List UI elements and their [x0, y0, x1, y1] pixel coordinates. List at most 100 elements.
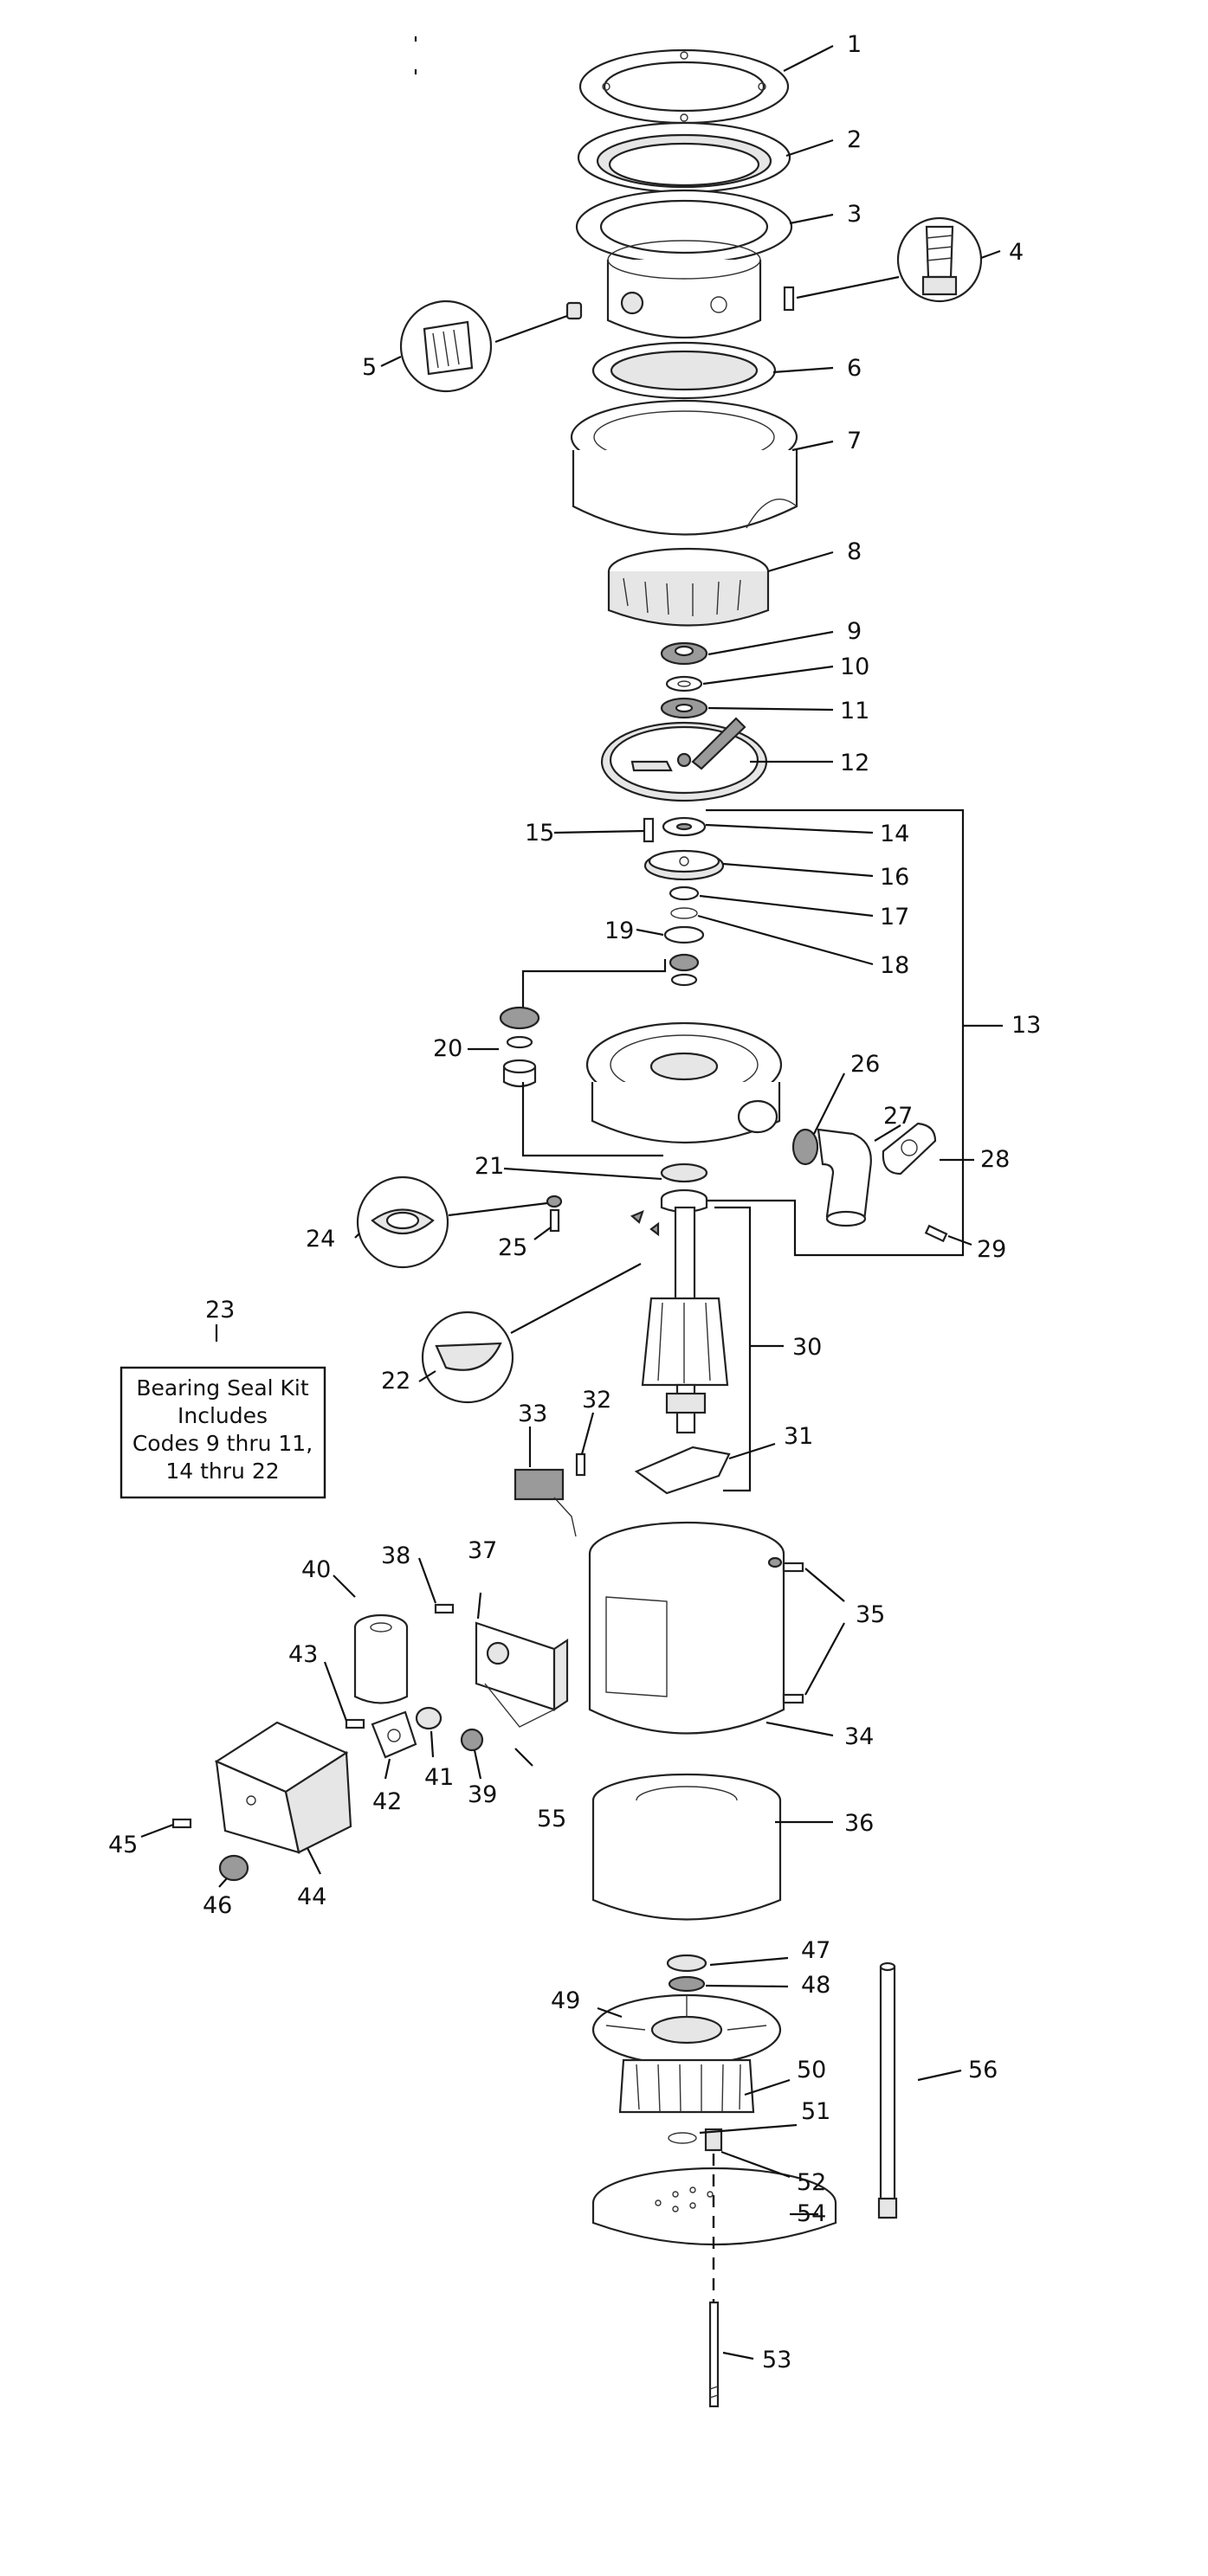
part-8-shredder-ring	[607, 547, 770, 627]
callout-21: 21	[475, 1153, 504, 1180]
part-25-screw	[549, 1208, 560, 1233]
callout-31: 31	[784, 1423, 813, 1450]
part-9-nut	[660, 641, 708, 666]
kit-line-1: Bearing Seal Kit	[136, 1375, 309, 1401]
part-32-screw	[575, 1452, 586, 1477]
callout-41: 41	[424, 1764, 454, 1791]
part-49-end-bell	[591, 1993, 782, 2066]
part-12-turntable	[600, 717, 768, 802]
callout-33: 33	[518, 1401, 547, 1427]
part-36-stator	[591, 1773, 782, 1921]
callout-6: 6	[847, 355, 862, 382]
callout-34: 34	[844, 1723, 874, 1750]
callout-24: 24	[306, 1226, 335, 1253]
part-40-capacitor	[353, 1613, 409, 1704]
part-16-disk	[643, 849, 725, 881]
callout-17: 17	[880, 904, 909, 931]
callout-54: 54	[797, 2200, 826, 2227]
part-45-screw	[171, 1818, 192, 1829]
callout-9: 9	[847, 618, 862, 645]
part-17-washer	[669, 886, 700, 901]
callout-52: 52	[797, 2169, 826, 2196]
callout-10: 10	[840, 654, 869, 680]
callout-51: 51	[801, 2098, 830, 2125]
part-48-bearing	[668, 1975, 706, 1993]
callout-27: 27	[883, 1103, 913, 1130]
callout-49: 49	[551, 1987, 580, 2014]
callout-4: 4	[1009, 239, 1024, 266]
callout-8: 8	[847, 538, 862, 565]
callout-55: 55	[537, 1806, 566, 1832]
kit-line-3: Codes 9 thru 11,	[132, 1431, 313, 1456]
part-6-ring	[591, 341, 777, 400]
part-21-bearing-rings	[660, 1162, 708, 1214]
part-11-washer	[660, 697, 708, 719]
callout-56: 56	[968, 2057, 998, 2083]
part-33-switch	[514, 1468, 577, 1537]
part-47-washer	[666, 1954, 707, 1973]
part-44-cover-box	[214, 1721, 352, 1854]
part-43-screw	[345, 1718, 365, 1729]
part-2-gasket-ring	[577, 121, 791, 194]
callout-30: 30	[792, 1334, 822, 1361]
part-4-screw	[783, 216, 983, 312]
part-3-flange-sleeve	[575, 189, 793, 339]
callout-53: 53	[762, 2347, 791, 2373]
part-20-seal-assembly	[499, 1006, 540, 1088]
callout-38: 38	[381, 1542, 410, 1569]
callout-22: 22	[381, 1368, 410, 1394]
callout-48: 48	[801, 1972, 830, 1999]
part-56-rod	[877, 1961, 898, 2219]
callout-42: 42	[372, 1788, 402, 1815]
part-31-bracket	[634, 1446, 731, 1495]
callout-20: 20	[433, 1035, 462, 1062]
callout-2: 2	[847, 126, 862, 153]
callout-23: 23	[205, 1297, 235, 1323]
callout-labels: 1 2 3 4 5 6 7 8 9 10 11 12 13 14 15 16 1…	[108, 31, 1041, 2373]
callout-44: 44	[297, 1884, 326, 1910]
part-24-lock-washer	[356, 1175, 563, 1269]
part-37-junction-box	[475, 1621, 569, 1728]
part-50-fan	[618, 2058, 755, 2114]
kit-line-4: 14 thru 22	[165, 1459, 279, 1484]
callout-12: 12	[840, 750, 869, 776]
part-lower-housing	[585, 1021, 783, 1144]
part-42-plate	[371, 1710, 417, 1759]
part-34-motor-shell	[588, 1521, 785, 1735]
part-19-washer	[663, 925, 705, 944]
part-35-screws	[782, 1562, 804, 1704]
callout-25: 25	[498, 1234, 527, 1261]
part-38-screw	[434, 1603, 455, 1614]
callout-28: 28	[980, 1146, 1010, 1173]
callout-1: 1	[847, 31, 862, 58]
part-seal-stack	[669, 953, 700, 987]
part-30-rotor	[630, 1206, 729, 1434]
part-14-washer	[662, 816, 707, 837]
part-28-flange-gasket	[882, 1122, 937, 1175]
callout-19: 19	[604, 918, 634, 944]
callout-13: 13	[1011, 1012, 1041, 1039]
part-46-grommet	[218, 1854, 249, 1882]
part-26-coupling	[791, 1128, 819, 1166]
leader-lines	[140, 45, 1003, 2360]
part-53-bolt	[708, 2301, 720, 2408]
callout-3: 3	[847, 201, 862, 228]
callout-14: 14	[880, 821, 909, 847]
callout-16: 16	[880, 864, 909, 891]
callout-39: 39	[468, 1781, 497, 1808]
callout-47: 47	[801, 1937, 830, 1964]
callout-43: 43	[288, 1641, 318, 1668]
callout-5: 5	[362, 354, 377, 381]
callout-36: 36	[844, 1810, 874, 1837]
callout-26: 26	[850, 1051, 880, 1078]
part-51-o-ring	[668, 2132, 697, 2144]
part-39-bushing	[460, 1728, 484, 1752]
callout-35: 35	[856, 1601, 885, 1628]
callout-15: 15	[525, 820, 554, 847]
callout-18: 18	[880, 952, 909, 979]
callout-50: 50	[797, 2057, 826, 2083]
part-41-grommet	[415, 1706, 443, 1730]
part-7-upper-housing	[570, 399, 798, 536]
part-22-key	[421, 1311, 514, 1404]
